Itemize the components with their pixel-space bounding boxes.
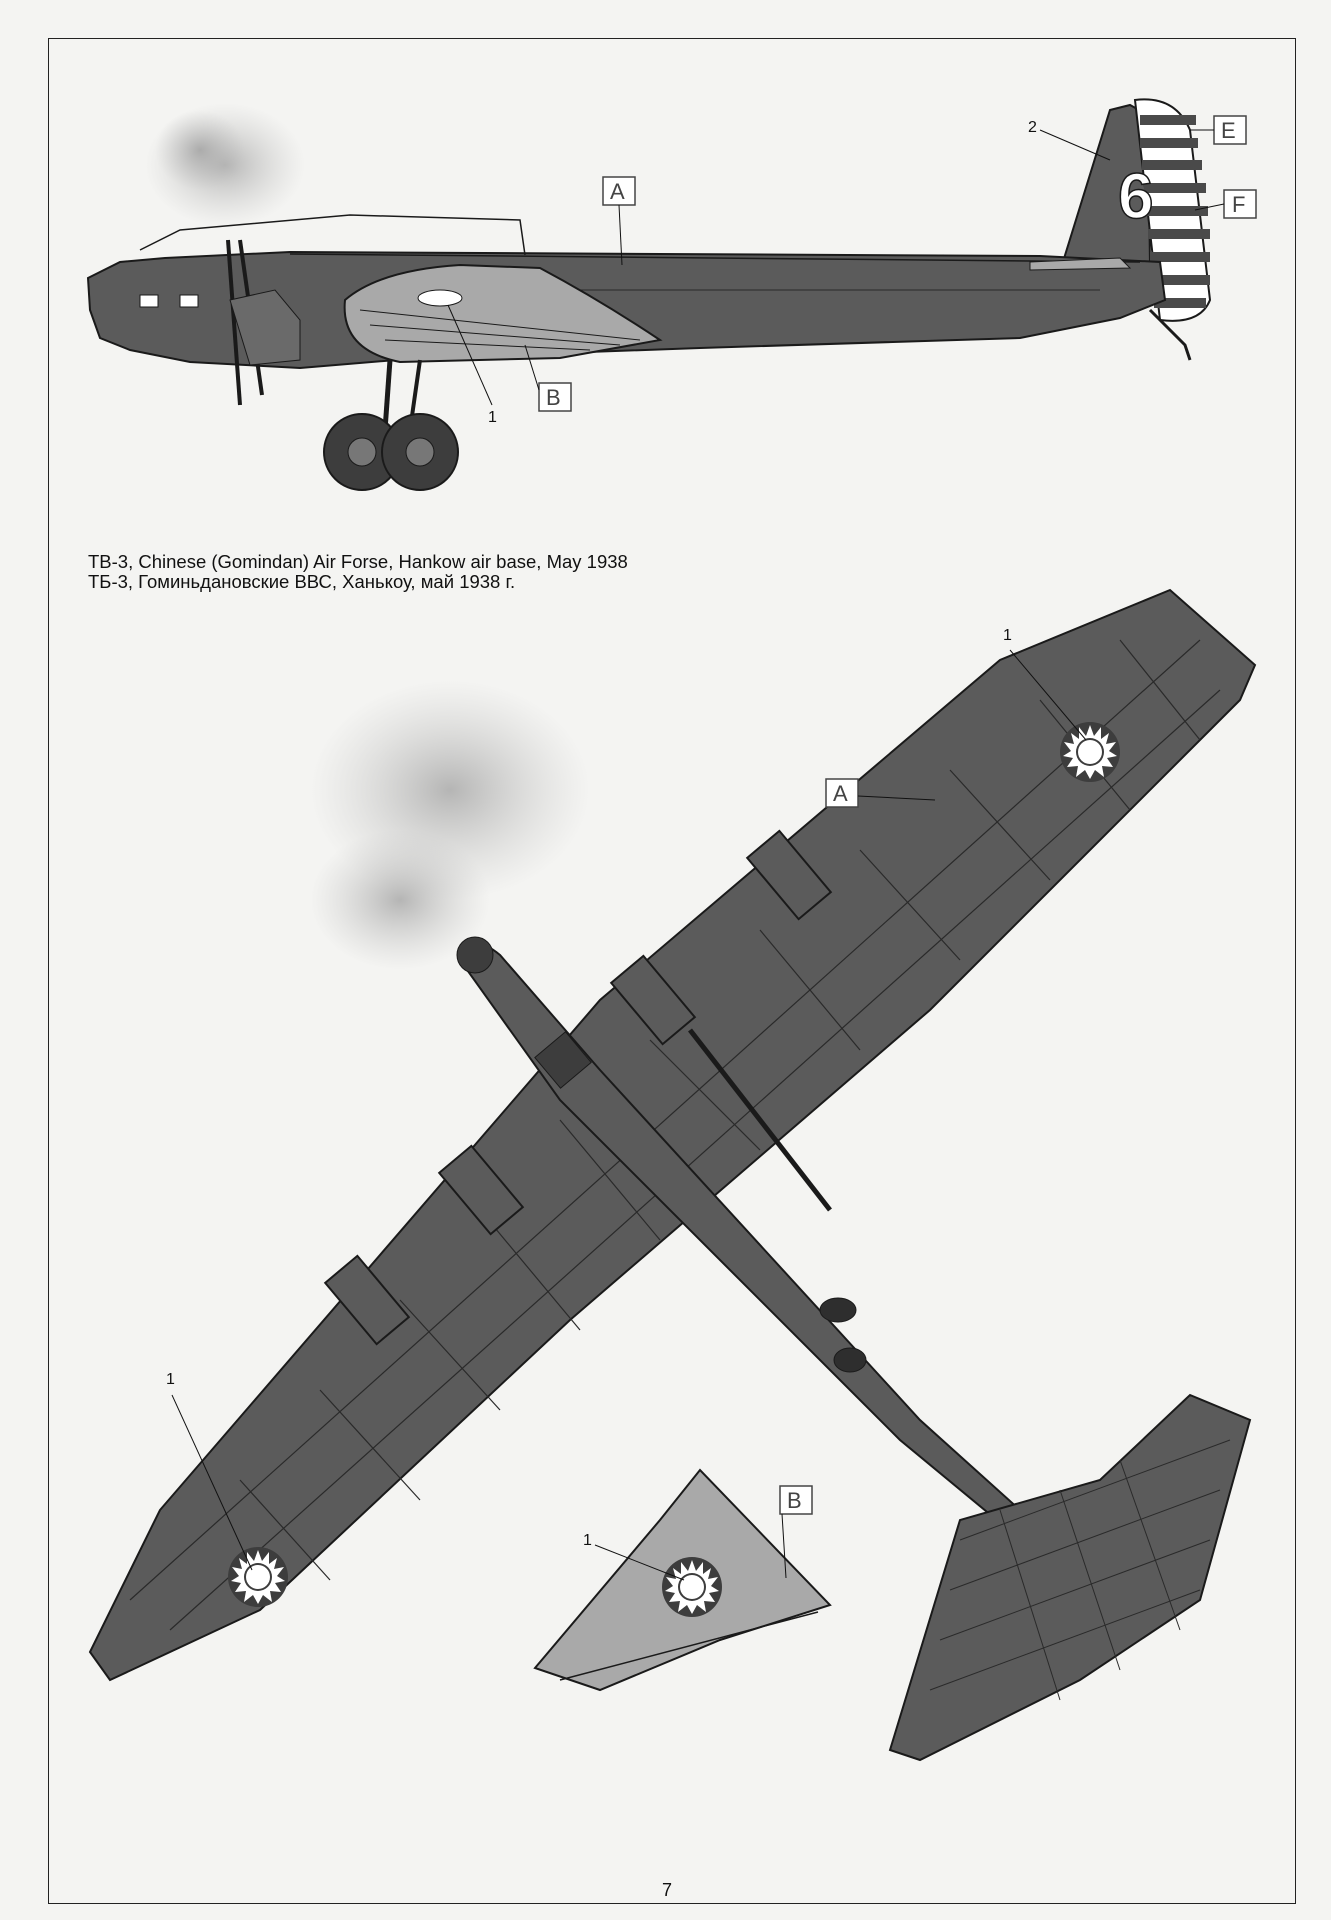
svg-text:F: F bbox=[1232, 192, 1245, 217]
svg-text:1: 1 bbox=[583, 1532, 592, 1549]
page-number: 7 bbox=[662, 1880, 673, 1900]
callout-b-side: B bbox=[524, 344, 572, 412]
svg-text:E: E bbox=[1221, 118, 1236, 143]
roundel-left-wing-icon bbox=[228, 1547, 288, 1607]
roundel-inset-icon bbox=[662, 1557, 722, 1617]
inset-underside-wingtip bbox=[533, 1468, 832, 1692]
side-view-aircraft: 6 bbox=[86, 98, 1212, 491]
callout-1-inset: 1 bbox=[583, 1532, 685, 1581]
rudder-stripes bbox=[1133, 98, 1212, 322]
callout-1-side: 1 bbox=[447, 304, 497, 426]
svg-text:2: 2 bbox=[1028, 119, 1037, 136]
caption-english: TB-3, Chinese (Gomindan) Air Forse, Hank… bbox=[88, 551, 628, 572]
roundel-right-wing-icon bbox=[1060, 722, 1120, 782]
callout-b-top: B bbox=[779, 1485, 813, 1579]
svg-text:A: A bbox=[610, 179, 625, 204]
callout-f: F bbox=[1194, 189, 1257, 219]
caption-russian: ТБ-3, Гоминьдановские ВВС, Ханькоу, май … bbox=[88, 571, 516, 592]
callout-a-top: A bbox=[825, 778, 936, 808]
page-border bbox=[48, 38, 1296, 1904]
svg-text:B: B bbox=[546, 385, 561, 410]
svg-text:B: B bbox=[787, 1488, 802, 1513]
callout-a-side: A bbox=[602, 176, 636, 266]
svg-text:A: A bbox=[833, 781, 848, 806]
figure-caption: TB-3, Chinese (Gomindan) Air Forse, Hank… bbox=[88, 552, 628, 592]
callout-1-top-right: 1 bbox=[1003, 627, 1087, 741]
svg-text:1: 1 bbox=[488, 409, 497, 426]
callout-e: E bbox=[1190, 115, 1247, 145]
callout-1-top-left: 1 bbox=[166, 1371, 253, 1571]
tail-number: 6 bbox=[1118, 160, 1154, 232]
svg-text:1: 1 bbox=[166, 1371, 175, 1388]
top-view-aircraft bbox=[88, 588, 1257, 1762]
callout-2: 2 bbox=[1028, 119, 1111, 161]
svg-text:1: 1 bbox=[1003, 627, 1012, 644]
